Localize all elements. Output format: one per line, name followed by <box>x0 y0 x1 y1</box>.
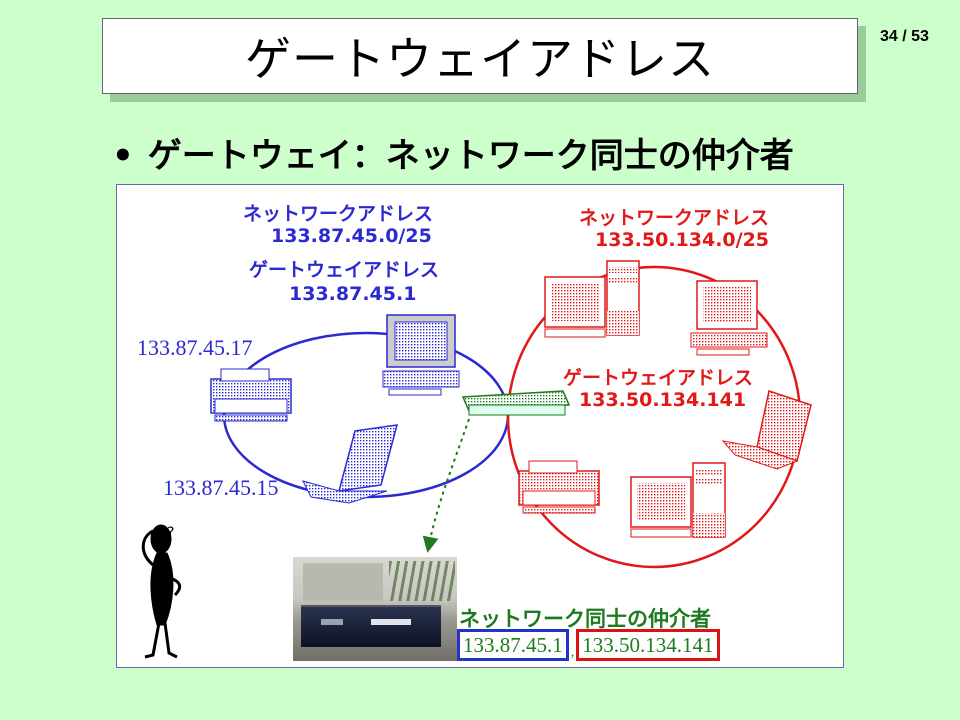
router-ip-blue: 133.87.45.1 <box>457 629 569 661</box>
router-ip-separator: , <box>570 645 575 660</box>
photo-label-strip <box>371 619 411 625</box>
red-network-address: 133.50.134.0/25 <box>595 229 770 251</box>
red-printer-icon <box>518 460 600 514</box>
photo-background-board <box>303 563 383 601</box>
red-gateway-address-label: ゲートウェイアドレス <box>563 367 754 389</box>
question-mark: ? <box>167 525 175 541</box>
blue-laptop-icon <box>302 424 399 504</box>
red-tower-computer-icon <box>544 260 640 338</box>
router-caption-ips: 133.87.45.1 , 133.50.134.141 <box>457 629 720 661</box>
page-number: 34 / 53 <box>880 28 929 45</box>
blue-gateway-address: 133.87.45.1 <box>289 283 417 305</box>
thinking-figure-icon <box>141 524 182 659</box>
red-desktop-computer-icon <box>690 280 768 356</box>
router-caption-title: ネットワーク同士の仲介者 <box>459 607 711 631</box>
bullet-item: • ゲートウェイ：ネットワーク同士の仲介者 <box>112 128 794 177</box>
router-photo <box>293 557 457 661</box>
photo-cables <box>389 561 455 601</box>
red-network-address-label: ネットワークアドレス <box>579 207 770 229</box>
blue-printer-ip: 133.87.45.17 <box>137 335 253 360</box>
router-link-arrow <box>422 418 470 553</box>
title-box: ゲートウェイアドレス <box>102 18 858 94</box>
router-hub-icon <box>461 390 571 416</box>
blue-network-address-label: ネットワークアドレス <box>243 203 434 225</box>
photo-router-device <box>301 605 441 647</box>
blue-gateway-address-label: ゲートウェイアドレス <box>249 259 440 281</box>
bullet-marker: • <box>112 136 134 176</box>
blue-network-address: 133.87.45.0/25 <box>271 225 432 247</box>
red-laptop-icon <box>721 390 812 470</box>
bullet-text: ゲートウェイ：ネットワーク同士の仲介者 <box>147 136 794 176</box>
red-tower-computer-bottom-icon <box>630 462 726 538</box>
blue-laptop-ip: 133.87.45.15 <box>163 475 279 500</box>
photo-panel-strip <box>321 619 343 625</box>
blue-printer-icon <box>210 368 292 422</box>
blue-desktop-computer-icon <box>382 314 460 396</box>
red-gateway-address: 133.50.134.141 <box>579 389 747 411</box>
slide-title: ゲートウェイアドレス <box>245 32 715 86</box>
network-diagram <box>141 260 812 659</box>
router-ip-red: 133.50.134.141 <box>576 629 720 661</box>
diagram-panel: ネットワークアドレス 133.87.45.0/25 ゲートウェイアドレス 133… <box>116 184 844 668</box>
